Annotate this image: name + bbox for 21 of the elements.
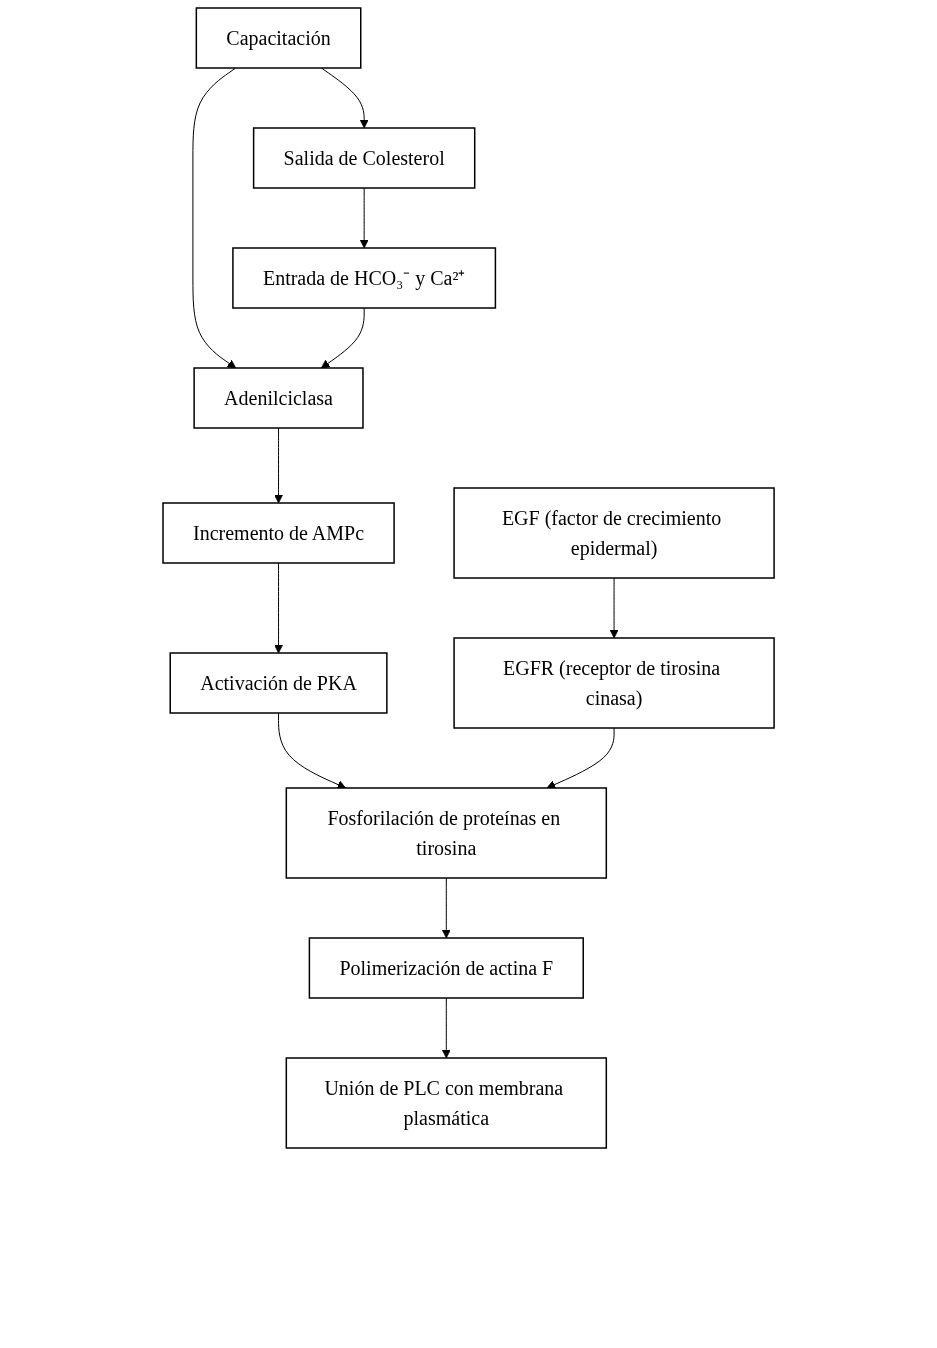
arrow xyxy=(274,427,283,504)
node-box: Polimerización de actina F xyxy=(308,937,584,999)
node-box: Incremento de AMPc xyxy=(162,502,395,564)
node-box: Adenilciclasa xyxy=(193,367,364,429)
node-box: Fosforilación de proteínas en tirosina xyxy=(285,787,607,879)
arrow xyxy=(441,997,451,1059)
arrow xyxy=(278,712,346,789)
arrow xyxy=(546,727,615,789)
arrow xyxy=(192,67,237,369)
node-box: EGFR (receptor de tirosina cinasa) xyxy=(453,637,775,729)
node-box: Activación de PKA xyxy=(169,652,388,714)
node-box: Unión de PLC con membrana plasmática xyxy=(285,1057,607,1149)
node-box: EGF (factor de crecimiento epidermal) xyxy=(453,487,775,579)
node-box: Capacitación xyxy=(195,7,362,69)
arrow xyxy=(359,187,369,249)
node-box: Entrada de HCO₃⁻ y Ca²⁺ xyxy=(232,247,497,309)
arrow xyxy=(441,877,451,939)
arrow xyxy=(609,577,619,639)
node-box: Salida de Colesterol xyxy=(252,127,476,189)
arrow xyxy=(320,307,365,369)
arrow xyxy=(274,562,283,654)
